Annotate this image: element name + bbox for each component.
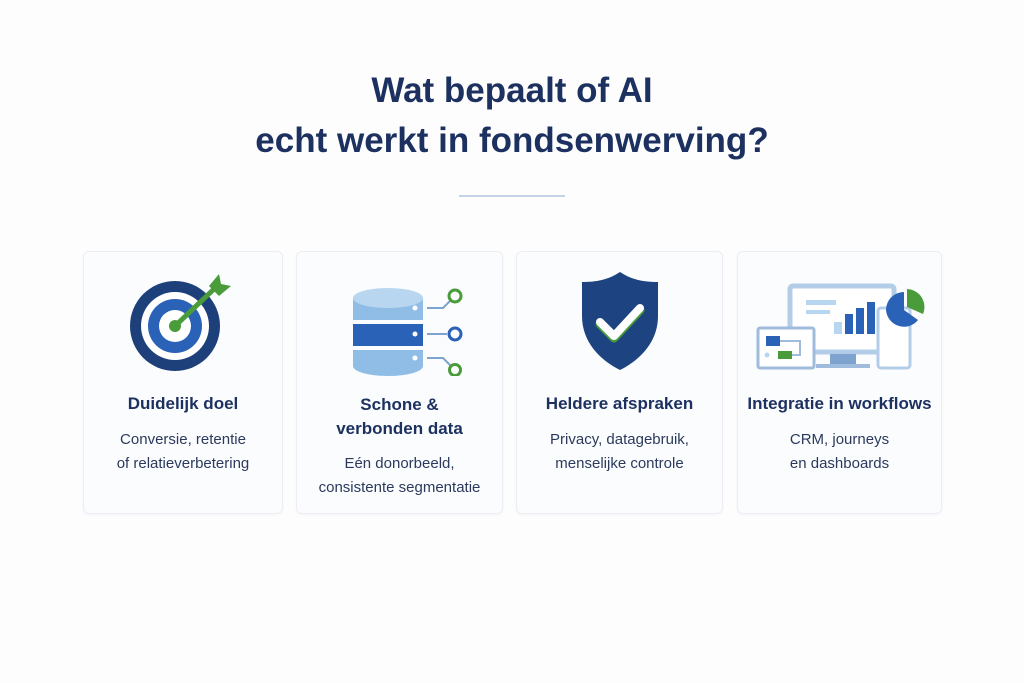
title-line-1: Wat bepaalt of AI: [371, 71, 653, 110]
card-desc-line-2: menselijke controle: [555, 455, 684, 472]
database-icon: [297, 266, 502, 376]
card-title: Integratie in workflows: [747, 394, 932, 413]
page-title: Wat bepaalt of AI echt werkt in fondsenw…: [0, 66, 1024, 166]
card-title: Heldere afspraken: [545, 394, 694, 413]
card-title-line-2: verbonden data: [336, 419, 463, 438]
shield-check-icon: [517, 266, 722, 376]
card-workflow-integration: Integratie in workflows CRM, journeys en…: [737, 251, 942, 514]
card-desc-line-1: Eén donorbeeld,: [344, 455, 455, 472]
card-clear-goal: Duidelijk doel Conversie, retentie of re…: [83, 251, 283, 514]
card-desc-line-2: en dashboards: [789, 455, 890, 472]
card-desc-line-1: CRM, journeys: [789, 431, 890, 448]
card-clear-agreements: Heldere afspraken Privacy, datagebruik, …: [516, 251, 723, 514]
card-desc-line-1: Privacy, datagebruik,: [550, 431, 689, 448]
card-clean-data: Schone & verbonden data Eén donorbeeld, …: [296, 251, 503, 514]
card-title: Schone & verbonden data: [297, 393, 502, 441]
dashboard-icon: [738, 266, 941, 376]
target-icon: [84, 266, 282, 376]
card-title: Duidelijk doel: [127, 394, 239, 413]
card-desc-line-2: of relatieverbetering: [116, 455, 250, 472]
card-desc-line-2: consistente segmentatie: [318, 479, 481, 496]
card-desc-line-1: Conversie, retentie: [120, 431, 246, 448]
title-divider: [459, 195, 565, 197]
card-title-line-1: Schone &: [360, 395, 439, 414]
title-line-2: echt werkt in fondsenwerving?: [255, 121, 769, 160]
